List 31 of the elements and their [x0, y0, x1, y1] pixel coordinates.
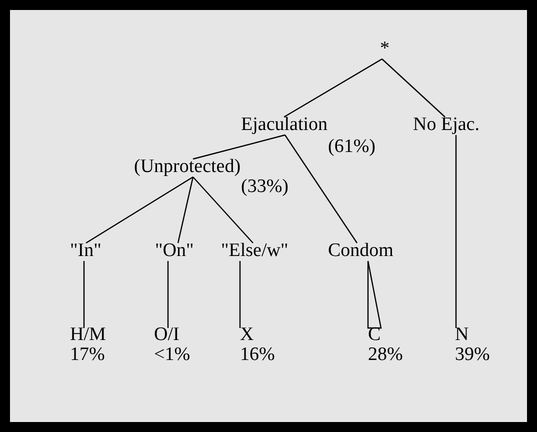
percentage-label: 17% — [70, 345, 105, 365]
percentage-label: <1% — [154, 345, 190, 365]
node-label: * — [380, 38, 390, 60]
tree-branch-line — [382, 58, 446, 118]
percentage-label: 16% — [240, 345, 275, 365]
node-label: O/I — [154, 325, 180, 345]
tree-branch-line — [284, 134, 358, 244]
tree-branch-line — [192, 176, 254, 244]
node-label: "On" — [155, 240, 194, 262]
node-label: H/M — [70, 325, 106, 345]
percentage-label: (33%) — [241, 176, 288, 198]
node-label: Ejaculation — [241, 114, 328, 136]
tree-branch-line — [167, 261, 169, 328]
tree-branch-line — [86, 176, 194, 244]
tree-branch-line — [455, 135, 457, 328]
tree-branch-line — [284, 58, 382, 118]
tree-branch-line — [192, 134, 286, 160]
node-label: No Ejac. — [413, 114, 480, 136]
tree-branch-line — [367, 260, 382, 329]
tree-branch-line — [177, 176, 194, 244]
percentage-label: (61%) — [328, 136, 376, 158]
percentage-label: 39% — [455, 345, 490, 365]
percentage-label: 28% — [368, 345, 403, 365]
node-label: "Else/w" — [221, 240, 288, 262]
node-label: Condom — [328, 240, 394, 262]
node-label: (Unprotected) — [134, 156, 241, 178]
node-label: N — [455, 325, 469, 345]
node-label: "In" — [70, 240, 102, 262]
node-label: X — [240, 325, 254, 345]
tree-branch-line — [239, 261, 241, 328]
tree-branch-line — [83, 261, 85, 328]
